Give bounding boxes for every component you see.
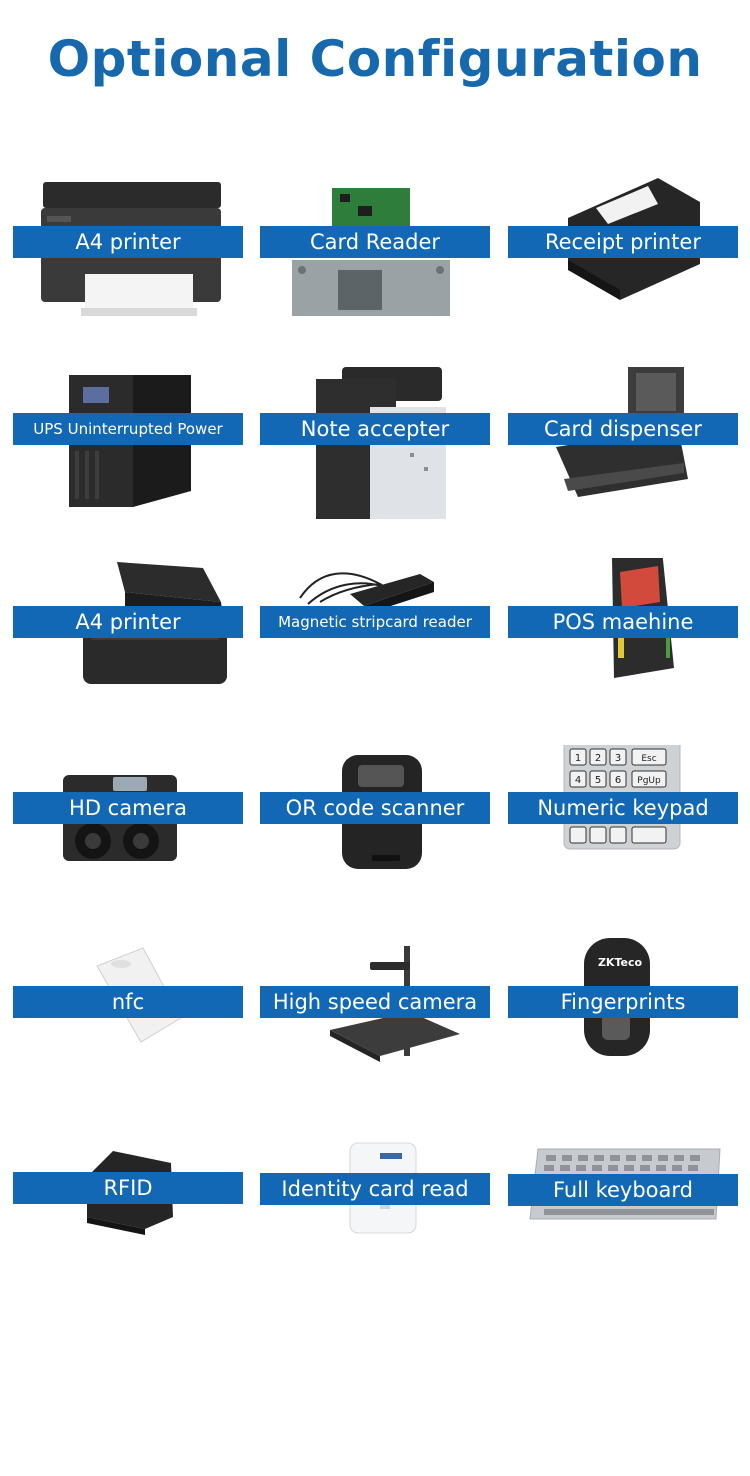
a4-scanner-icon <box>83 562 227 684</box>
item-full-keyboard: Full keyboard <box>508 1125 738 1305</box>
keypad-key-6: 6 <box>615 775 621 786</box>
item-card-reader: Card Reader <box>260 178 490 358</box>
keypad-key-5: 5 <box>595 775 601 786</box>
card-dispenser-icon <box>556 367 688 497</box>
item-label: Fingerprints <box>508 986 738 1018</box>
item-label: Receipt printer <box>508 226 738 258</box>
item-label: RFID <box>13 1172 243 1204</box>
item-label: Note accepter <box>260 413 490 445</box>
full-keyboard-icon <box>529 1148 721 1220</box>
item-qr-scanner: OR code scanner <box>260 745 490 925</box>
item-hd-camera: HD camera <box>13 745 243 925</box>
page-title: Optional Configuration <box>47 30 703 88</box>
item-label: Magnetic stripcard reader <box>260 606 490 638</box>
document-camera-icon <box>330 946 460 1062</box>
magnetic-reader-icon <box>299 572 434 614</box>
item-card-dispenser: Card dispenser <box>508 367 738 547</box>
item-numeric-keypad: 1 2 3 Esc 4 5 6 PgUp Numeric keypad <box>508 745 738 925</box>
fingerprint-scanner-icon: ZKTeco <box>584 938 650 1056</box>
item-label: HD camera <box>13 792 243 824</box>
item-a4-printer: A4 printer <box>13 178 243 358</box>
item-a4-scanner: A4 printer <box>13 558 243 738</box>
item-receipt-printer: Receipt printer <box>508 178 738 358</box>
item-nfc: nfc <box>13 938 243 1118</box>
keypad-key-3: 3 <box>615 753 621 764</box>
item-magnetic-reader: Magnetic stripcard reader <box>260 558 490 738</box>
item-note-accepter: Note accepter <box>260 367 490 547</box>
item-label: OR code scanner <box>260 792 490 824</box>
laser-printer-icon <box>41 182 221 316</box>
item-label: Numeric keypad <box>508 792 738 824</box>
id-card-reader-icon <box>349 1142 417 1234</box>
keypad-key-2: 2 <box>595 753 601 764</box>
item-rfid: RFID <box>13 1125 243 1305</box>
item-ups: UPS Uninterrupted Power <box>13 367 243 547</box>
zkteco-logo: ZKTeco <box>598 956 643 969</box>
keypad-key-4: 4 <box>575 775 581 786</box>
rfid-pad-icon <box>87 1151 173 1235</box>
nfc-reader-icon <box>96 947 182 1043</box>
ups-icon <box>69 375 191 507</box>
item-high-speed-camera: High speed camera <box>260 938 490 1118</box>
item-label: POS maehine <box>508 606 738 638</box>
item-label: UPS Uninterrupted Power <box>13 413 243 445</box>
numeric-keypad-icon: 1 2 3 Esc 4 5 6 PgUp <box>563 745 681 850</box>
item-label: Full keyboard <box>508 1174 738 1206</box>
item-label: Card Reader <box>260 226 490 258</box>
item-fingerprints: ZKTeco Fingerprints <box>508 938 738 1118</box>
note-accepter-icon <box>316 367 446 519</box>
qr-scanner-icon <box>342 755 422 869</box>
item-label: Identity card read <box>260 1173 490 1205</box>
pos-machine-icon <box>612 558 674 678</box>
keypad-key-pgup: PgUp <box>637 776 661 786</box>
item-pos-machine: POS maehine <box>508 558 738 738</box>
keypad-key-1: 1 <box>575 753 581 764</box>
item-label: Card dispenser <box>508 413 738 445</box>
receipt-printer-icon <box>568 178 700 300</box>
keypad-key-esc: Esc <box>641 754 656 764</box>
item-identity-card-reader: Identity card read <box>260 1125 490 1305</box>
item-label: nfc <box>13 986 243 1018</box>
card-reader-icon <box>292 188 450 316</box>
item-label: A4 printer <box>13 606 243 638</box>
item-label: A4 printer <box>13 226 243 258</box>
item-label: High speed camera <box>260 986 490 1018</box>
hd-camera-icon <box>63 775 177 861</box>
